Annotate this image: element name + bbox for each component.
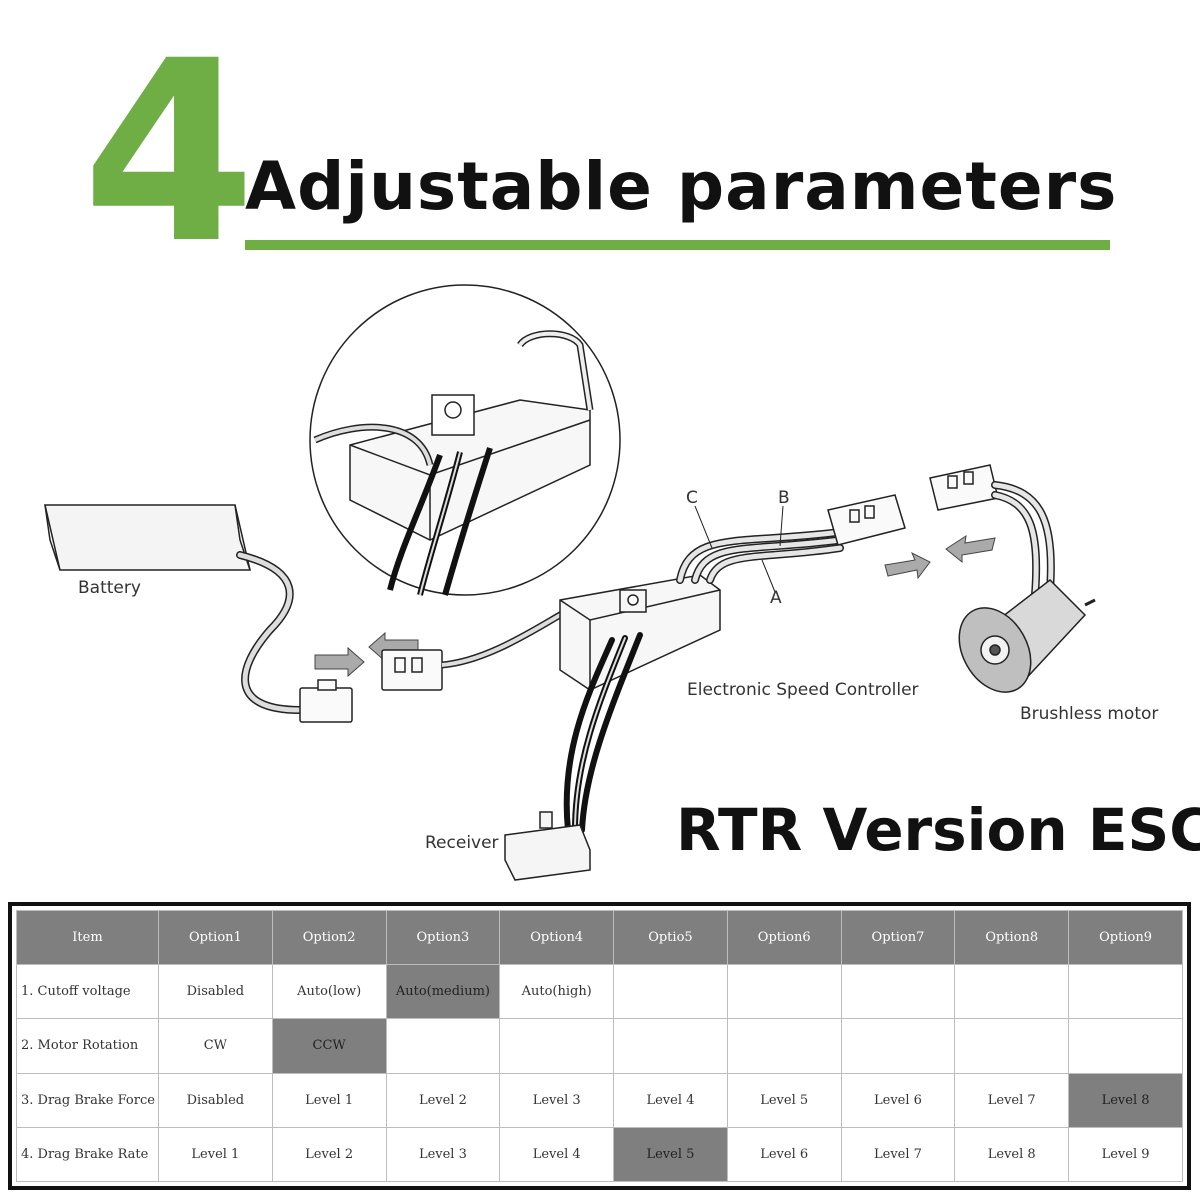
wire-a-label: A [770,588,782,608]
receiver-illustration [504,811,591,881]
parameter-table-frame: Item Option1 Option2 Option3 Option4 Opt… [8,902,1191,1190]
motor-label: Brushless motor [1020,704,1159,724]
table-cell [613,964,728,1020]
esc-input-connector [381,649,443,691]
receiver-leads [563,632,643,833]
table-cell: Auto(high) [499,964,615,1020]
header-cell: Option3 [385,909,501,966]
motor-wires [676,528,844,584]
table-row: 4. Drag Brake Rate Level 1 Level 2 Level… [16,1126,1183,1183]
header-cell: Optio5 [613,909,728,966]
battery-illustration [44,504,251,571]
header-cell: Option7 [840,909,956,966]
table-cell [499,1018,615,1074]
table-row: 2. Motor Rotation CW CCW [16,1018,1183,1074]
table-cell-default: CCW [271,1018,387,1074]
table-cell: Level 1 [271,1072,387,1128]
table-cell [840,1018,956,1074]
wiring-illustration [44,284,1096,881]
section-number: 4 [82,7,256,298]
table-cell-default: Auto(medium) [385,964,501,1020]
table-cell: 4. Drag Brake Rate [16,1126,159,1183]
header-cell: Option1 [158,909,273,966]
table-cell-default: Level 8 [1068,1072,1183,1128]
wire-c-label: C [686,488,698,508]
table-cell: 1. Cutoff voltage [16,964,159,1020]
battery-connector [299,679,353,723]
table-cell [954,1018,1070,1074]
table-row: 1. Cutoff voltage Disabled Auto(low) Aut… [16,964,1183,1020]
motor-leads [991,481,1055,599]
wire-pointer-lines [694,505,784,593]
table-cell-default: Level 5 [613,1126,728,1183]
table-cell: Level 2 [271,1126,387,1183]
table-cell: Level 3 [385,1126,501,1183]
table-cell: Level 6 [840,1072,956,1128]
parameter-table: Item Option1 Option2 Option3 Option4 Opt… [16,909,1183,1183]
product-title: RTR Version ESC [676,796,1200,864]
table-cell [840,964,956,1020]
table-cell: Level 9 [1068,1126,1183,1183]
wiring-diagram: Battery Electronic Speed Controller Brus… [0,270,1200,900]
table-cell: Level 7 [954,1072,1070,1128]
battery-leads [236,551,304,714]
connect-arrows-right [884,534,996,580]
table-cell [1068,964,1183,1020]
esc-motor-connector [827,494,906,546]
wire-b-label: B [778,488,790,508]
motor-connector [929,464,999,511]
table-header-row: Item Option1 Option2 Option3 Option4 Opt… [16,909,1183,966]
header-cell: Item [16,909,159,966]
table-cell [1068,1018,1183,1074]
table-cell: Level 4 [613,1072,728,1128]
table-cell [726,964,842,1020]
table-cell: Level 1 [158,1126,273,1183]
table-cell: Auto(low) [271,964,387,1020]
table-cell [726,1018,842,1074]
header-cell: Option2 [271,909,387,966]
table-cell [613,1018,728,1074]
header-cell: Option9 [1068,909,1183,966]
table-cell: 3. Drag Brake Force [16,1072,159,1128]
table-cell: Level 7 [840,1126,956,1183]
table-row: 3. Drag Brake Force Disabled Level 1 Lev… [16,1072,1183,1128]
table-cell: Disabled [158,964,273,1020]
receiver-label: Receiver [425,833,499,853]
header-cell: Option8 [954,909,1070,966]
table-cell: Level 2 [385,1072,501,1128]
brushless-motor-illustration [958,579,1096,693]
table-cell: Disabled [158,1072,273,1128]
table-cell [954,964,1070,1020]
table-cell: Level 5 [726,1072,842,1128]
battery-label: Battery [78,578,141,598]
table-cell: Level 8 [954,1126,1070,1183]
table-cell [385,1018,501,1074]
table-cell: CW [158,1018,273,1074]
header-cell: Option6 [726,909,842,966]
table-cell: 2. Motor Rotation [16,1018,159,1074]
table-cell: Level 3 [499,1072,615,1128]
header-cell: Option4 [499,909,615,966]
header: 4 Adjustable parameters [0,0,1200,278]
esc-zoom-detail [309,284,621,596]
table-cell: Level 4 [499,1126,615,1183]
esc-label: Electronic Speed Controller [687,680,919,700]
table-cell: Level 6 [726,1126,842,1183]
title-underline [245,240,1110,250]
page-title: Adjustable parameters [245,148,1118,225]
